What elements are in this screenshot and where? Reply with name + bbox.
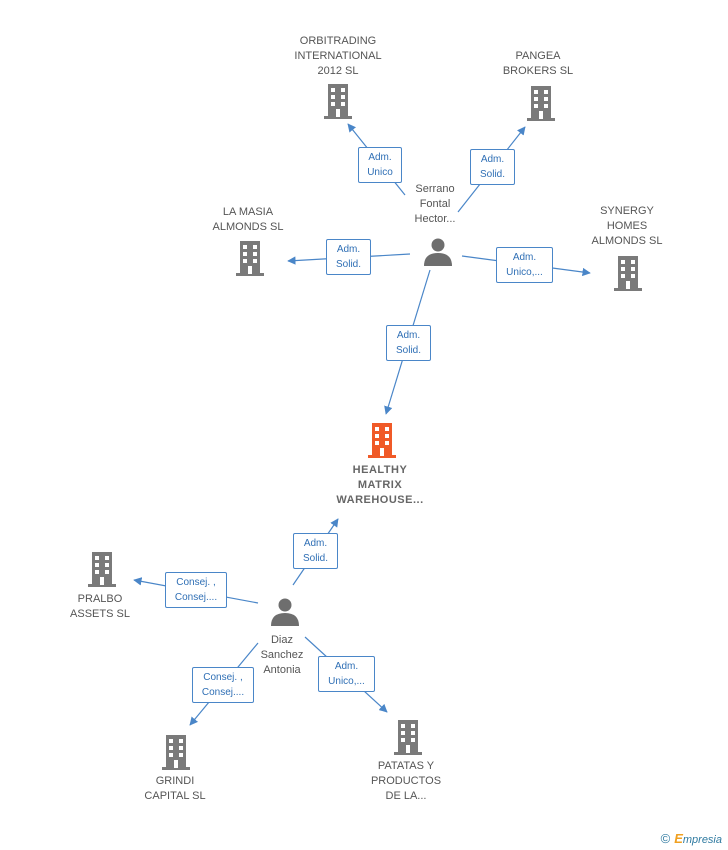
brand-logo-initial: E: [674, 831, 683, 846]
building-icon[interactable]: [160, 735, 192, 771]
building-icon[interactable]: [612, 256, 644, 292]
brand-footer: ©Empresia: [661, 831, 722, 846]
building-icon[interactable]: [322, 84, 354, 120]
building-icon[interactable]: [86, 552, 118, 588]
person-icon[interactable]: [423, 237, 453, 267]
edge-label-diaz-patatas[interactable]: Adm. Unico,...: [318, 656, 375, 692]
company-label-pangea[interactable]: PANGEA BROKERS SL: [502, 50, 574, 77]
edge-label-serrano-pangea[interactable]: Adm. Solid.: [470, 149, 515, 185]
edge-label-serrano-orbitrading[interactable]: Adm. Unico: [358, 147, 402, 183]
building-icon-highlighted[interactable]: [366, 423, 398, 459]
edge-label-serrano-synergy[interactable]: Adm. Unico,...: [496, 247, 553, 283]
building-icon[interactable]: [392, 720, 424, 756]
company-label-lamasia[interactable]: LA MASIA ALMONDS SL: [212, 206, 284, 233]
building-icon[interactable]: [234, 241, 266, 277]
company-label-grindi[interactable]: GRINDI CAPITAL SL: [144, 775, 206, 802]
person-icon[interactable]: [270, 597, 300, 627]
copyright-icon: ©: [660, 831, 671, 846]
company-label-patatas[interactable]: PATATAS Y PRODUCTOS DE LA...: [370, 760, 442, 802]
edge-label-diaz-healthy[interactable]: Adm. Solid.: [293, 533, 338, 569]
company-label-synergy[interactable]: SYNERGY HOMES ALMONDS SL: [591, 205, 663, 247]
edge-label-diaz-grindi[interactable]: Consej. , Consej....: [192, 667, 254, 703]
company-label-orbitrading[interactable]: ORBITRADING INTERNATIONAL 2012 SL: [294, 35, 382, 77]
edge-label-serrano-healthy[interactable]: Adm. Solid.: [386, 325, 431, 361]
company-label-healthy-focus[interactable]: HEALTHY MATRIX WAREHOUSE...: [336, 464, 424, 506]
brand-logo-text: mpresia: [682, 834, 722, 846]
edge-label-diaz-pralbo[interactable]: Consej. , Consej....: [165, 572, 227, 608]
building-icon[interactable]: [525, 86, 557, 122]
person-label-diaz[interactable]: Diaz Sanchez Antonia: [260, 634, 304, 676]
company-label-pralbo[interactable]: PRALBO ASSETS SL: [70, 593, 130, 620]
edge-label-serrano-lamasia[interactable]: Adm. Solid.: [326, 239, 371, 275]
person-label-serrano[interactable]: Serrano Fontal Hector...: [414, 183, 456, 225]
